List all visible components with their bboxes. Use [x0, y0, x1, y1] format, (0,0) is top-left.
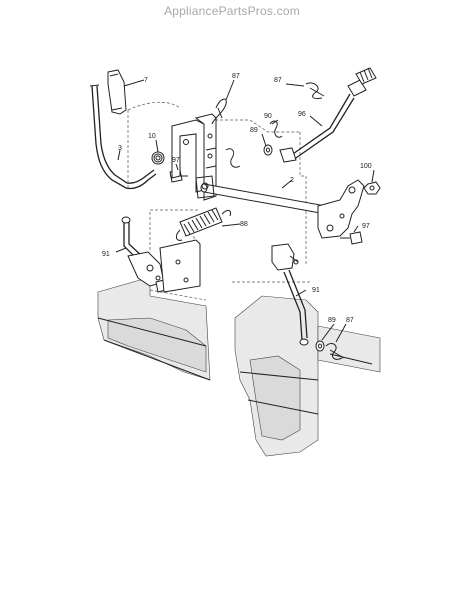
- extension-spring-part-88: [175, 207, 231, 241]
- callout-2: 2: [290, 177, 294, 184]
- callout-87-top: 87: [232, 73, 240, 80]
- callout-89-top: 89: [250, 127, 258, 134]
- hairpin-clip-part-87-top: [211, 98, 227, 125]
- callout-87-right: 87: [274, 77, 282, 84]
- callout-10: 10: [148, 133, 156, 140]
- callout-91-right: 91: [312, 287, 320, 294]
- right-lift-arm: [317, 179, 365, 239]
- mounting-bracket: [171, 113, 217, 201]
- hairpin-clip-part-87-right: [305, 82, 325, 99]
- leader-lines: [115, 79, 375, 343]
- spring-part-10: [151, 151, 165, 165]
- nut-part-100: [363, 181, 381, 195]
- callout-3: 3: [118, 145, 122, 152]
- clip-part-90: [269, 120, 283, 138]
- callout-100: 100: [360, 163, 372, 170]
- left-deck-bracket: [159, 239, 201, 293]
- callout-96: 96: [298, 111, 306, 118]
- callout-90: 90: [264, 113, 272, 120]
- washer-part-89-top: [263, 144, 273, 156]
- bolt-part-97-right: [340, 231, 363, 245]
- washer-part-89-bottom: [315, 340, 325, 352]
- mower-deck: [97, 279, 381, 457]
- callout-97-right: 97: [362, 223, 370, 230]
- lift-link-part-91-right: [271, 243, 309, 346]
- callout-89-bottom: 89: [328, 317, 336, 324]
- callout-91-left: 91: [102, 251, 110, 258]
- small-spring: [225, 148, 241, 168]
- callout-7: 7: [144, 77, 148, 84]
- callout-88: 88: [240, 221, 248, 228]
- adjustment-rod-part-96: [279, 67, 377, 163]
- lift-lever-part-3: [89, 84, 157, 190]
- hairpin-clip-part-87-bottom: [325, 343, 345, 360]
- callout-87-bottom: 87: [346, 317, 354, 324]
- handle-grip-part-7: [107, 69, 127, 115]
- callout-97-left: 97: [172, 157, 180, 164]
- watermark-text: AppliancePartsPros.com: [164, 4, 300, 18]
- callout-labels: 7 87 87 90 96 89 10 3 97 2 100 97 88 91 …: [102, 73, 372, 324]
- lift-link-part-91-left: [121, 216, 167, 293]
